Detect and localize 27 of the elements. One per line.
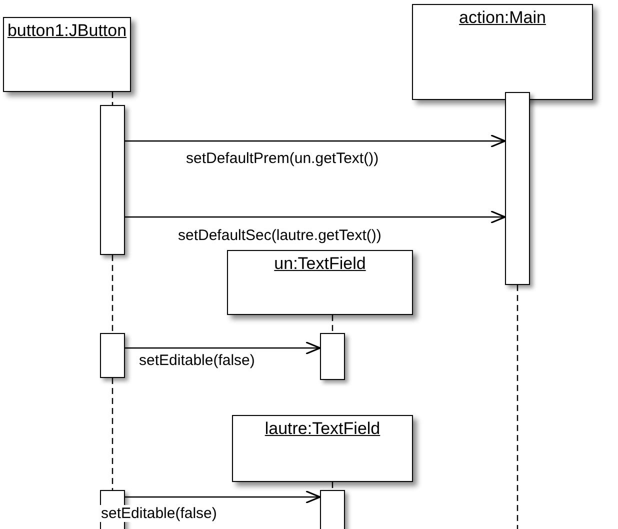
object-name: un:TextField: [274, 254, 366, 274]
object-box: [3, 17, 131, 92]
message-arrow: [125, 490, 321, 504]
object-box: [232, 415, 413, 482]
activation-bar: [100, 105, 125, 255]
activation-bar: [505, 92, 530, 285]
lifeline: [516, 285, 518, 529]
message-arrow: [125, 210, 506, 224]
activation-bar: [100, 333, 125, 378]
message-label: setDefaultPrem(un.getText()): [185, 150, 380, 167]
message-arrow: [125, 134, 506, 148]
activation-bar: [320, 333, 345, 380]
object-name: lautre:TextField: [264, 419, 380, 439]
lifeline: [332, 482, 334, 490]
message-arrow: [125, 341, 321, 355]
message-label: setDefaultSec(lautre.getText()): [177, 227, 382, 244]
message-label: setEditable(false): [100, 505, 218, 522]
activation-bar: [320, 490, 345, 529]
object-box: [227, 250, 413, 315]
lifeline: [112, 378, 114, 490]
object-box: [412, 4, 593, 100]
lifeline: [112, 92, 114, 105]
lifeline: [112, 255, 114, 333]
message-label: setEditable(false): [138, 352, 256, 369]
object-name: action:Main: [459, 8, 546, 28]
lifeline: [332, 315, 334, 333]
object-name: button1:JButton: [7, 21, 127, 41]
